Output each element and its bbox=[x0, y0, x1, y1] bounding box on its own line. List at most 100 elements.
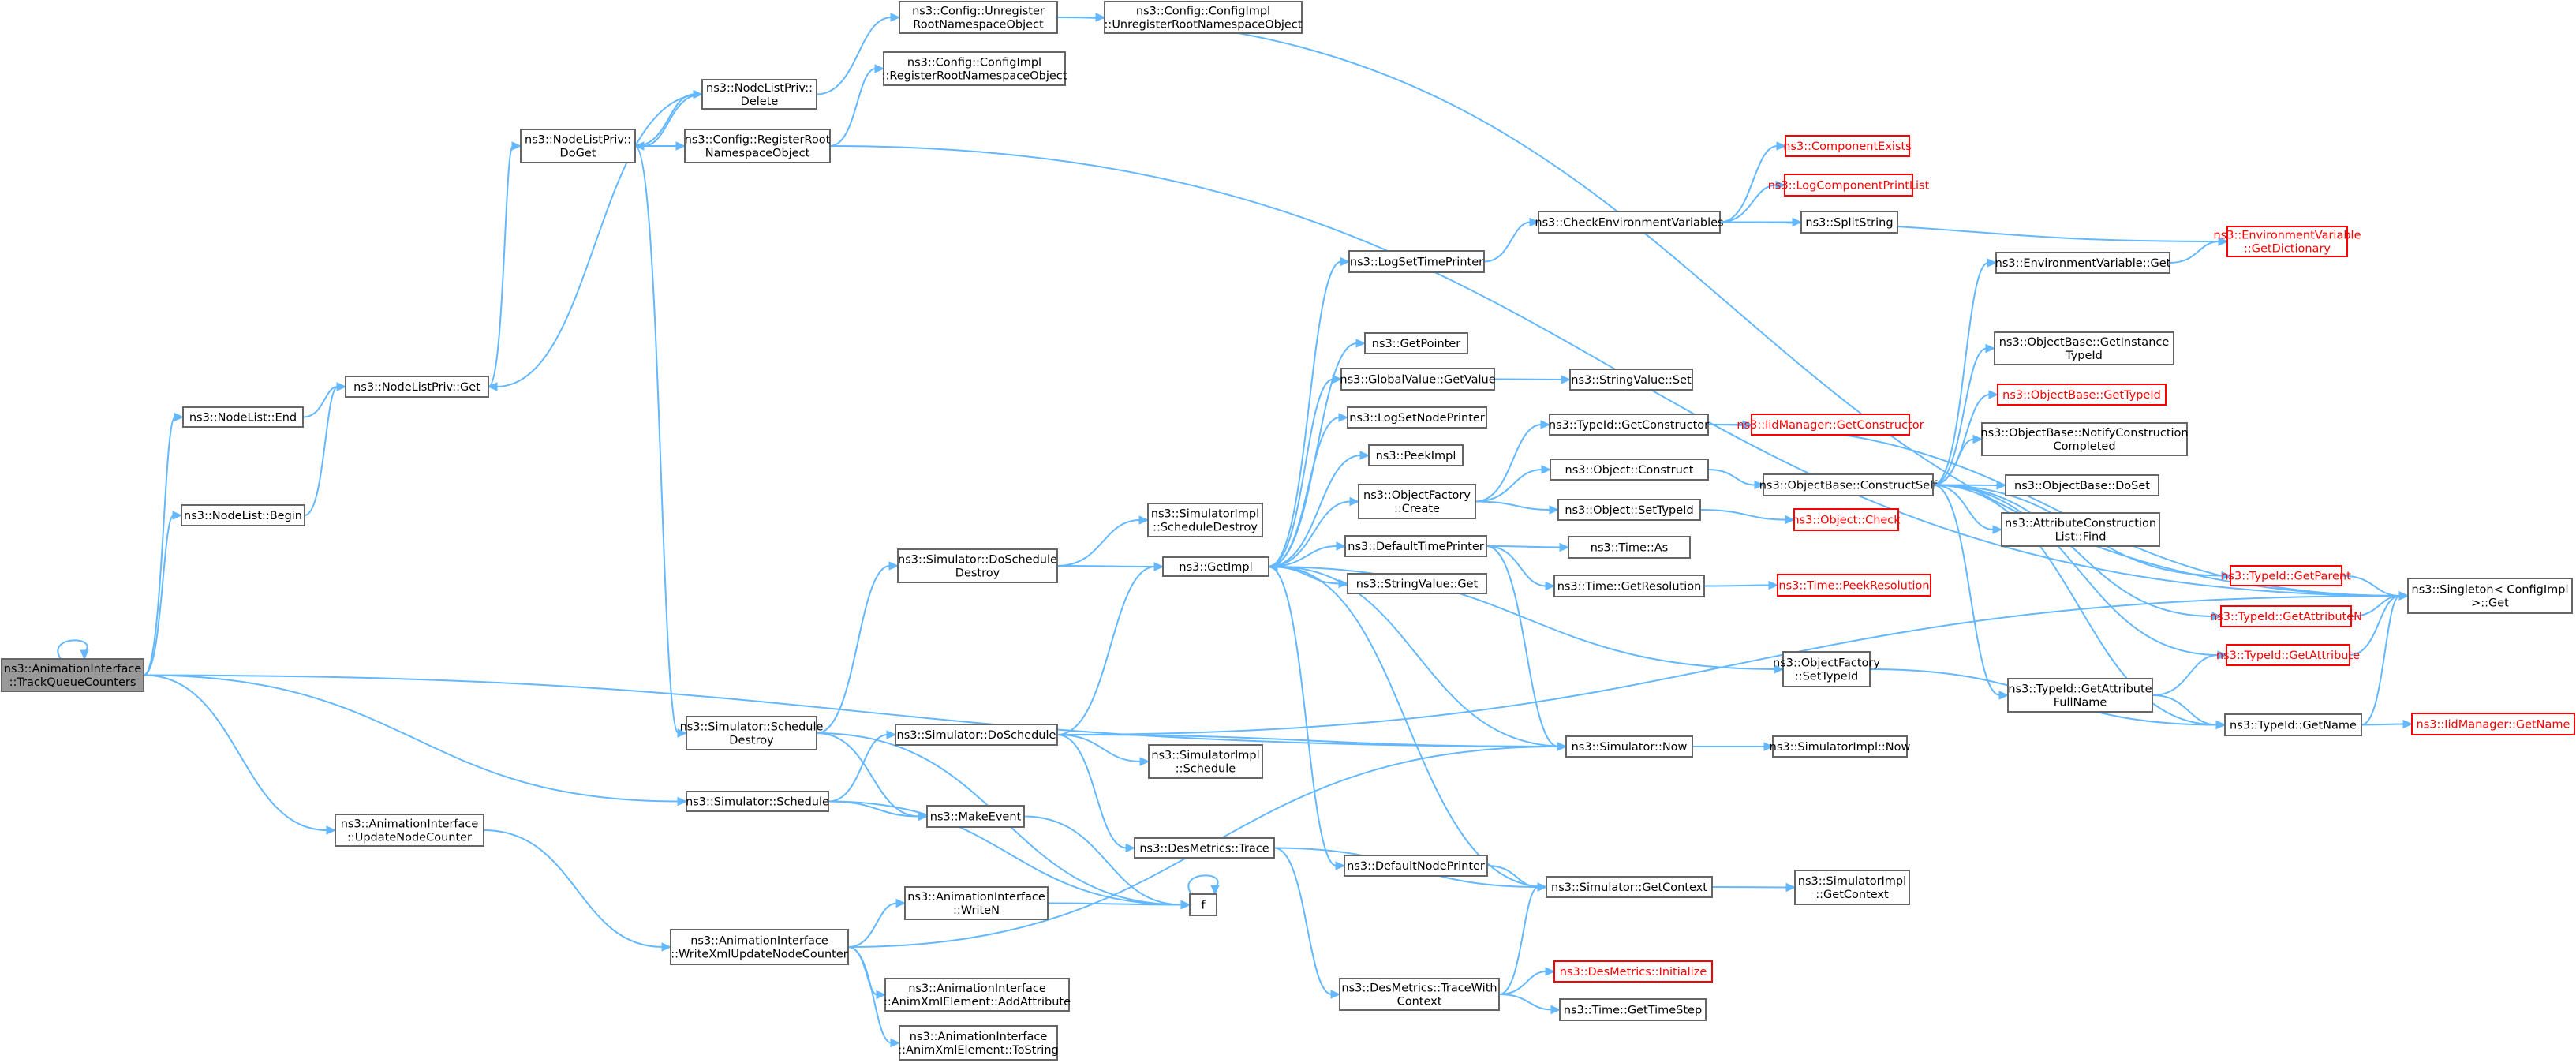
node-box bbox=[686, 791, 829, 812]
node-time-as[interactable]: ns3::Time::As bbox=[1568, 536, 1691, 559]
node-box bbox=[181, 504, 305, 526]
node-obj-settypeid[interactable]: ns3::Object::SetTypeId bbox=[1557, 499, 1701, 521]
node-time-peekres[interactable]: ns3::Time::PeekResolution bbox=[1777, 574, 1931, 597]
node-time-getstep[interactable]: ns3::Time::GetTimeStep bbox=[1559, 998, 1707, 1021]
node-log-set-node[interactable]: ns3::LogSetNodePrinter bbox=[1347, 406, 1487, 429]
node-simimpl-schedule[interactable]: ns3::SimulatorImpl::Schedule bbox=[1148, 744, 1263, 779]
node-label: Completed bbox=[2053, 440, 2115, 453]
call-edge-des_trace_ctx-to-time_getstep bbox=[1498, 994, 1561, 1015]
node-iid-get-ctor[interactable]: ns3::IidManager::GetConstructor bbox=[1737, 414, 1924, 436]
node-box bbox=[1550, 459, 1709, 481]
node-cfgimpl-unreg[interactable]: ns3::Config::ConfigImpl::UnregisterRootN… bbox=[1104, 1, 1303, 34]
node-ai-write-update[interactable]: ns3::AnimationInterface::WriteXmlUpdateN… bbox=[670, 929, 849, 965]
node-of-settypeid[interactable]: ns3::ObjectFactory::SetTypeId bbox=[1773, 651, 1880, 687]
node-default-node[interactable]: ns3::DefaultNodePrinter bbox=[1344, 855, 1488, 877]
node-sim-now[interactable]: ns3::Simulator::Now bbox=[1565, 735, 1693, 758]
node-sim-schedule-destroy[interactable]: ns3::Simulator::ScheduleDestroy bbox=[680, 716, 824, 750]
node-nlp-delete[interactable]: ns3::NodeListPriv::Delete bbox=[701, 79, 817, 110]
node-tid-getattrn[interactable]: ns3::TypeId::GetAttributeN bbox=[2210, 605, 2362, 627]
node-nlp-doget[interactable]: ns3::NodeListPriv::DoGet bbox=[520, 129, 636, 163]
node-label: Context bbox=[1397, 996, 1442, 1009]
node-comp-exists[interactable]: ns3::ComponentExists bbox=[1783, 135, 1912, 157]
node-getimpl[interactable]: ns3::GetImpl bbox=[1162, 556, 1269, 577]
node-sim-do-schedule[interactable]: ns3::Simulator::DoSchedule bbox=[895, 724, 1058, 746]
node-box bbox=[897, 548, 1058, 583]
call-edge-sim_do_schedule-to-singleton_get bbox=[1056, 591, 2410, 735]
node-tid-getparent[interactable]: ns3::TypeId::GetParent bbox=[2221, 565, 2351, 586]
call-edge-obj_construct-to-ob_construct_self bbox=[1707, 469, 1765, 490]
node-nl-end[interactable]: ns3::NodeList::End bbox=[182, 406, 304, 428]
node-obj-check[interactable]: ns3::Object::Check bbox=[1792, 508, 1901, 531]
node-sv-get[interactable]: ns3::StringValue::Get bbox=[1347, 573, 1487, 594]
node-get-pointer[interactable]: ns3::GetPointer bbox=[1364, 332, 1468, 354]
node-ob-doset[interactable]: ns3::ObjectBase::DoSet bbox=[2005, 474, 2159, 496]
node-of-create[interactable]: ns3::ObjectFactory::Create bbox=[1358, 484, 1476, 519]
node-obj-construct[interactable]: ns3::Object::Construct bbox=[1550, 459, 1709, 481]
node-label: ::UpdateNodeCounter bbox=[347, 832, 472, 844]
node-simimpl-sched-destroy[interactable]: ns3::SimulatorImpl::ScheduleDestroy bbox=[1147, 503, 1263, 537]
node-singleton-get[interactable]: ns3::Singleton< ConfigImpl>::Get bbox=[2407, 578, 2573, 614]
node-peek-impl[interactable]: ns3::PeekImpl bbox=[1368, 444, 1464, 466]
node-ai-writen[interactable]: ns3::AnimationInterface::WriteN bbox=[904, 886, 1049, 920]
node-sim-getctx[interactable]: ns3::Simulator::GetContext bbox=[1546, 876, 1713, 898]
node-iid-getname[interactable]: ns3::IidManager::GetName bbox=[2411, 713, 2575, 735]
node-cfgimpl-reg[interactable]: ns3::Config::ConfigImpl::RegisterRootNam… bbox=[882, 51, 1067, 86]
node-root[interactable]: ns3::AnimationInterface::TrackQueueCount… bbox=[1, 658, 144, 692]
node-nl-begin[interactable]: ns3::NodeList::Begin bbox=[181, 504, 305, 526]
node-simimpl-getctx[interactable]: ns3::SimulatorImpl::GetContext bbox=[1794, 870, 1910, 905]
node-default-time[interactable]: ns3::DefaultTimePrinter bbox=[1344, 535, 1487, 557]
node-box bbox=[1997, 384, 2167, 406]
node-label: ns3::ObjectBase::NotifyConstruction bbox=[1980, 427, 2188, 440]
call-edge-ob_construct_self-to-tid_getattrn bbox=[1932, 484, 2223, 621]
node-tid-getname[interactable]: ns3::TypeId::GetName bbox=[2224, 713, 2362, 736]
node-check-env[interactable]: ns3::CheckEnvironmentVariables bbox=[1535, 211, 1724, 234]
node-sv-set[interactable]: ns3::StringValue::Set bbox=[1569, 369, 1693, 391]
node-f[interactable]: f bbox=[1189, 893, 1217, 916]
node-des-trace[interactable]: ns3::DesMetrics::Trace bbox=[1134, 837, 1275, 859]
node-label: List::Find bbox=[2055, 531, 2107, 544]
node-sim-schedule[interactable]: ns3::Simulator::Schedule bbox=[686, 791, 829, 812]
node-env-get[interactable]: ns3::EnvironmentVariable::Get bbox=[1995, 252, 2171, 274]
node-cfg-reg[interactable]: ns3::Config::RegisterRootNamespaceObject bbox=[684, 129, 831, 163]
call-edge-sim_schedule_destroy-to-sim_do_schedule_destroy bbox=[816, 561, 899, 734]
node-log-comp-print[interactable]: ns3::LogComponentPrintList bbox=[1768, 174, 1930, 197]
node-ai-update[interactable]: ns3::AnimationInterface::UpdateNodeCount… bbox=[335, 814, 484, 847]
node-label: ns3::Simulator::Now bbox=[1572, 741, 1688, 754]
node-label: ns3::Config::Unregister bbox=[912, 6, 1045, 18]
node-label: ns3::EnvironmentVariable bbox=[2213, 230, 2361, 242]
node-env-getdict[interactable]: ns3::EnvironmentVariable::GetDictionary bbox=[2213, 226, 2361, 257]
node-box bbox=[1546, 876, 1713, 898]
node-box bbox=[2411, 713, 2575, 735]
node-ob-notify[interactable]: ns3::ObjectBase::NotifyConstructionCompl… bbox=[1980, 422, 2189, 456]
node-simimpl-now[interactable]: ns3::SimulatorImpl::Now bbox=[1770, 735, 1911, 758]
node-tid-getattr[interactable]: ns3::TypeId::GetAttribute bbox=[2216, 644, 2360, 666]
call-edge-ob_construct_self-to-env_get bbox=[1932, 258, 1998, 486]
node-label: ::TrackQueueCounters bbox=[9, 676, 136, 689]
node-box bbox=[899, 1025, 1058, 1061]
node-split-string[interactable]: ns3::SplitString bbox=[1800, 211, 1898, 234]
node-gv-getvalue[interactable]: ns3::GlobalValue::GetValue bbox=[1340, 368, 1496, 391]
node-tid-get-ctor[interactable]: ns3::TypeId::GetConstructor bbox=[1549, 414, 1709, 436]
node-ob-gettypeid[interactable]: ns3::ObjectBase::GetTypeId bbox=[1997, 384, 2167, 406]
node-des-init[interactable]: ns3::DesMetrics::Initialize bbox=[1553, 960, 1713, 983]
node-nlp-get[interactable]: ns3::NodeListPriv::Get bbox=[345, 376, 489, 398]
node-ai-tostring[interactable]: ns3::AnimationInterface::AnimXmlElement:… bbox=[898, 1025, 1059, 1061]
call-edge-tid_getattr-to-singleton_get bbox=[2349, 591, 2410, 656]
call-edge-ai_writen-to-f bbox=[1047, 900, 1191, 910]
node-label: ns3::DefaultTimePrinter bbox=[1348, 541, 1483, 553]
call-edge-of_create-to-obj_settypeid bbox=[1475, 500, 1560, 515]
node-time-getres[interactable]: ns3::Time::GetResolution bbox=[1553, 575, 1705, 597]
node-ai-addattr[interactable]: ns3::AnimationInterface::AnimXmlElement:… bbox=[884, 978, 1071, 1012]
node-box bbox=[1568, 536, 1691, 559]
node-cfg-unreg[interactable]: ns3::Config::UnregisterRootNamespaceObje… bbox=[899, 1, 1058, 34]
node-box bbox=[1800, 211, 1898, 234]
node-make-event[interactable]: ns3::MakeEvent bbox=[926, 805, 1025, 828]
node-ob-construct-self[interactable]: ns3::ObjectBase::ConstructSelf bbox=[1759, 473, 1938, 496]
node-box bbox=[1347, 406, 1487, 429]
node-log-set-time[interactable]: ns3::LogSetTimePrinter bbox=[1348, 250, 1485, 273]
